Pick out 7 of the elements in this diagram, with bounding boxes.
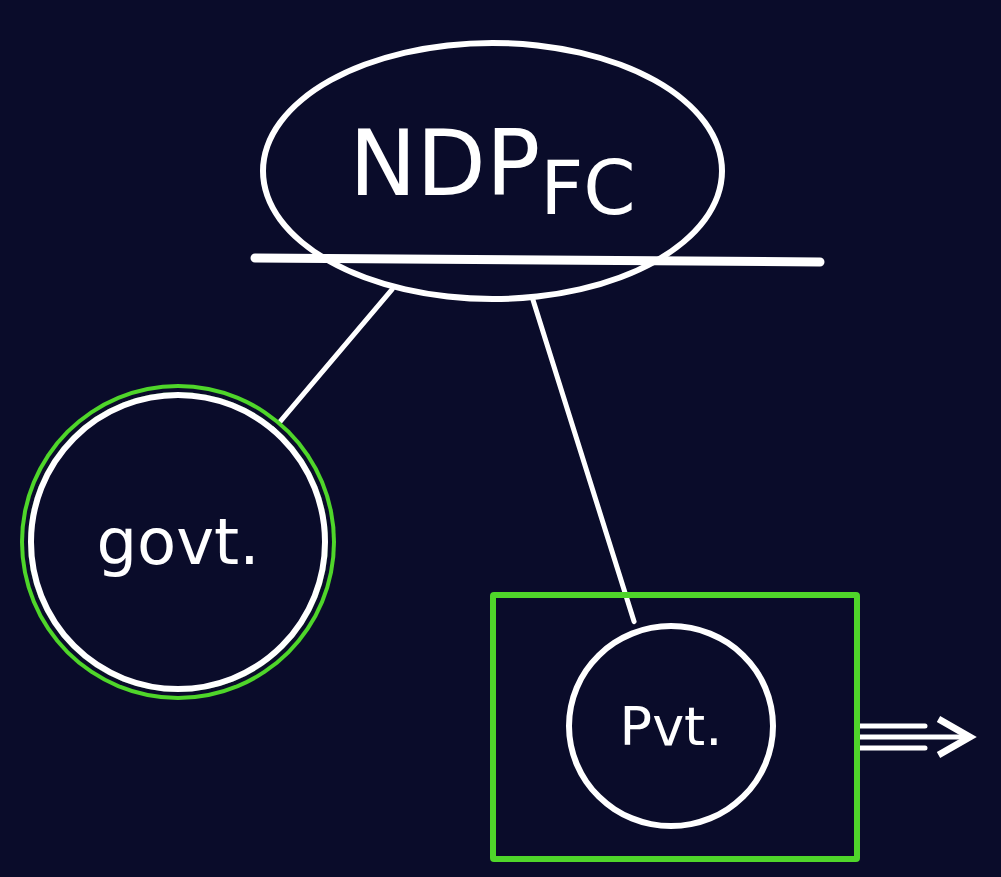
node-label: govt. (96, 505, 260, 579)
node-label: NDP$_{FC}$ (349, 110, 636, 232)
ellipse-node (260, 40, 725, 302)
node-label: Pvt. (619, 694, 723, 758)
double-arrow (857, 715, 974, 759)
box-shape (490, 592, 860, 862)
ellipse-node (566, 623, 776, 829)
